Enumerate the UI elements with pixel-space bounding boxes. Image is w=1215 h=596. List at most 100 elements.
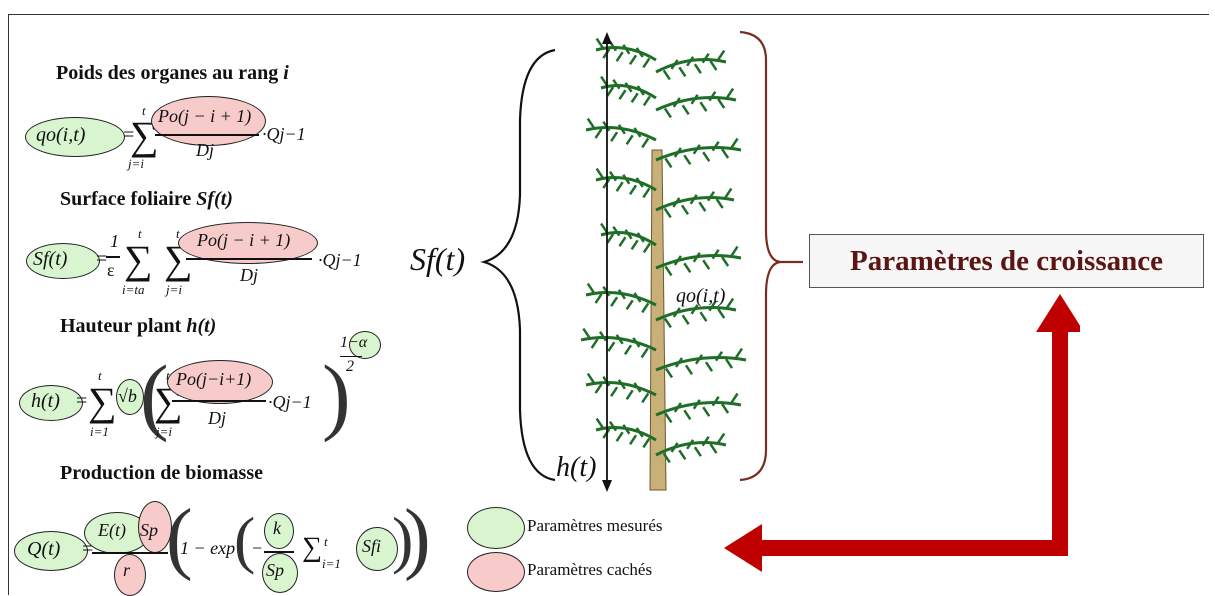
- leaflet: [663, 317, 672, 329]
- eq2-sigma-1: ∑: [124, 237, 153, 282]
- eq4-equals: =: [82, 538, 94, 560]
- eq4-sum-top: t: [324, 534, 328, 549]
- leaflet: [673, 147, 682, 158]
- leaflet: [721, 148, 730, 159]
- leaflet: [642, 187, 651, 199]
- leaflet: [664, 157, 673, 169]
- red-arrow: [724, 294, 1080, 572]
- eq4-sum: ∑: [302, 532, 322, 563]
- leaflet: [642, 242, 651, 254]
- leaflet: [632, 337, 641, 348]
- eq4-k: k: [273, 518, 281, 538]
- eq2-sum1-bottom: i=ta: [122, 282, 145, 297]
- leaflet: [615, 431, 624, 442]
- leaflet: [625, 299, 634, 311]
- leaflet: [617, 379, 626, 390]
- eq2-sum2-bottom: j=i: [166, 282, 182, 297]
- leaflet: [706, 190, 716, 202]
- leaflet: [624, 229, 633, 240]
- leaflet: [624, 82, 633, 93]
- eq3-denominator: Dj: [208, 408, 226, 428]
- q-label: qo(i,t): [676, 285, 726, 307]
- eq2-lhs: Sf(t): [33, 248, 68, 270]
- eq2-sum1-top: t: [138, 226, 142, 241]
- heading-production-text: Production de biomasse: [60, 462, 263, 484]
- leaflet: [673, 402, 682, 413]
- leaflet: [630, 239, 639, 251]
- leaflet: [662, 69, 671, 81]
- measured-ellipse-q: [14, 531, 88, 571]
- eq2-numerator: Po(j − i + 1): [197, 230, 291, 250]
- eq3-exp-bar: [340, 356, 362, 357]
- leaflet: [617, 289, 626, 300]
- leaflet: [702, 406, 711, 417]
- eq4-paren-right: ): [404, 494, 431, 582]
- eq4-minus: −: [252, 538, 263, 558]
- eq4-den-r: r: [123, 560, 131, 580]
- red-arrow-up-head: [1036, 294, 1080, 332]
- growth-parameters-title: Paramètres de croissance: [850, 244, 1163, 277]
- eq4-k-bar: [264, 551, 294, 553]
- leaflet: [636, 232, 645, 243]
- eq3-fraction-bar: [172, 400, 266, 402]
- leaflet: [630, 92, 639, 104]
- leaflet: [612, 225, 621, 237]
- leaflet: [595, 37, 604, 49]
- leaflet: [672, 97, 681, 108]
- leaflet: [618, 89, 627, 100]
- eq2-fraction-bar: [186, 258, 312, 260]
- measured-ellipse-k: [264, 513, 294, 549]
- measured-ellipse-h: [19, 385, 83, 421]
- leaflet: [730, 245, 739, 257]
- eq3-big-paren-right: ): [322, 347, 351, 443]
- leaflet: [625, 134, 634, 146]
- leaflet: [607, 341, 616, 352]
- leaflet: [699, 101, 708, 112]
- leaflet: [715, 198, 724, 209]
- leaflet: [686, 56, 695, 67]
- leaflet: [628, 434, 638, 446]
- leaflet: [698, 201, 707, 212]
- hidden-ellipse-po-1: [151, 96, 266, 146]
- heading-poids: Poids des organes au rang i: [56, 62, 289, 85]
- leaflet: [586, 282, 595, 294]
- eq1-denominator: Dj: [196, 140, 214, 160]
- leaflet: [678, 66, 687, 78]
- leaflet: [610, 386, 619, 397]
- height-arrow-top: [602, 32, 612, 44]
- heading-surface-var: Sf(t): [196, 188, 233, 210]
- eq2-frac-den: ε: [107, 260, 115, 280]
- heading-hauteur: Hauteur plant h(t): [60, 315, 216, 338]
- legend-hidden-label: Paramètres cachés: [527, 560, 653, 579]
- eq1-sum-bottom: j=i: [128, 156, 144, 171]
- leaflet: [711, 140, 720, 152]
- legend-measured-swatch: [467, 507, 525, 549]
- leaflet: [640, 347, 649, 359]
- leaflet: [670, 59, 679, 70]
- left-curly-brace: [480, 48, 556, 482]
- leaflet: [672, 197, 681, 208]
- leaflet: [693, 446, 702, 457]
- leaflet: [586, 117, 595, 129]
- eq1-equals: =: [123, 124, 135, 146]
- leaflet: [606, 86, 615, 97]
- eq3-sum1-bottom: i=1: [90, 424, 109, 439]
- leaflet: [641, 137, 650, 149]
- leaflet: [683, 262, 692, 274]
- leaflet: [673, 255, 682, 266]
- measured-ellipse-alpha: [349, 331, 381, 359]
- leaflet: [699, 311, 708, 322]
- leaflet: [674, 357, 684, 368]
- leaflet: [672, 307, 681, 318]
- red-arrow-left-head: [724, 524, 762, 572]
- eq1-fraction-bar: [155, 134, 259, 136]
- leaflet: [608, 170, 618, 182]
- leaflet: [622, 44, 631, 55]
- eq3-tail: ·Qj−1: [268, 392, 312, 412]
- leaflet: [704, 361, 714, 372]
- eq2-tail: ·Qj−1: [318, 250, 362, 270]
- legend-measured-label: Paramètres mesurés: [527, 516, 663, 535]
- leaflet: [642, 57, 651, 69]
- leaflet: [702, 259, 711, 270]
- eq1-lhs: qo(i,t): [36, 124, 86, 146]
